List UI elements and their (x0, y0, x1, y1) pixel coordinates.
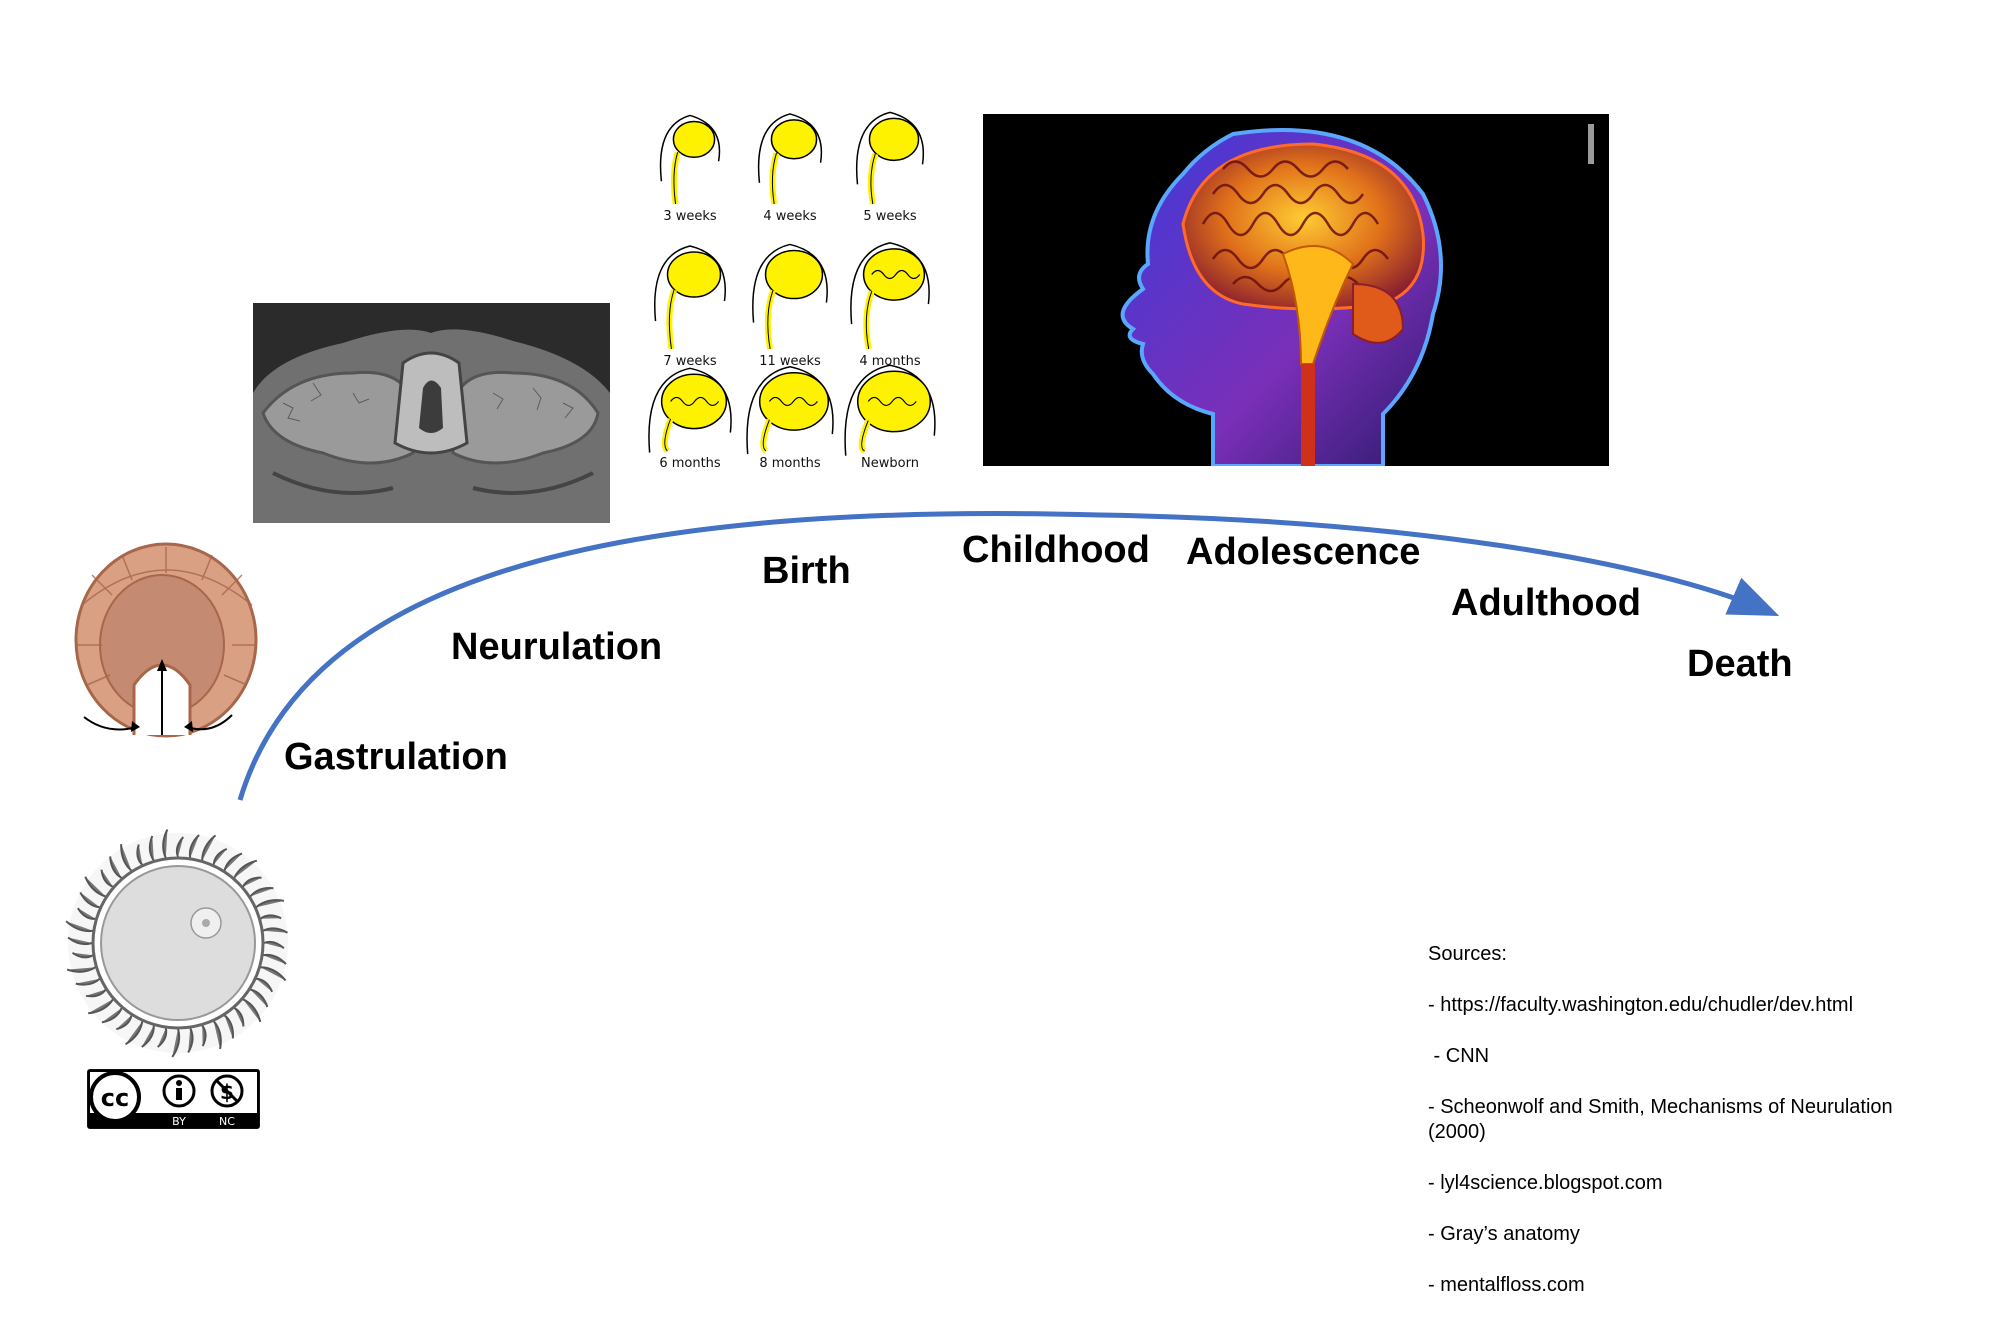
embryo-panel: 3 weeks (659, 114, 721, 224)
embryo-caption: 5 weeks (863, 209, 917, 224)
embryo-caption: Newborn (861, 456, 919, 471)
corona-cell (188, 834, 200, 859)
embryo-panel: 4 weeks (757, 113, 823, 224)
mri-brain-scan (983, 114, 1609, 466)
lifespan-arc (237, 511, 1780, 801)
source-item: - Scheonwolf and Smith, Mechanisms of Ne… (1428, 1095, 1893, 1144)
corona-cell (223, 1014, 234, 1039)
corona-cell (85, 988, 107, 998)
embryo-caption: 4 weeks (763, 209, 817, 224)
source-item: - Gray’s anatomy (1428, 1223, 1580, 1245)
label-death: Death (1687, 643, 1793, 685)
label-adulthood: Adulthood (1451, 582, 1641, 624)
corona-cell (233, 859, 258, 879)
corona-cell (233, 1007, 245, 1027)
corona-cell (249, 887, 274, 898)
source-item: - lyl4science.blogspot.com (1428, 1172, 1663, 1194)
corona-cell (162, 829, 169, 859)
corona-cell (120, 844, 133, 872)
label-neurulation: Neurulation (451, 626, 663, 668)
by-label: BY (172, 1115, 186, 1128)
sources-list: Sources: - https://faculty.washington.ed… (1428, 916, 1948, 1324)
embryo-caption: 8 months (759, 456, 821, 471)
corona-cell (67, 936, 93, 946)
timeline-arc (237, 511, 1780, 801)
corona-cell (66, 966, 97, 973)
corona-cell (212, 847, 228, 865)
corona-cell (109, 856, 123, 879)
embryo-caption: 3 weeks (663, 209, 717, 224)
cc-logo-text: cc (101, 1084, 129, 1112)
source-item: - https://faculty.washington.edu/chudler… (1428, 993, 1854, 1016)
embryo-panel: 5 weeks (855, 111, 925, 224)
corona-cell (250, 988, 269, 1008)
corona-cell (242, 998, 262, 1023)
ovum-illustration (65, 829, 289, 1058)
corona-cell (262, 927, 289, 934)
embryo-panel: Newborn (844, 364, 936, 471)
embryo-caption: 6 months (659, 456, 721, 471)
source-item: - mentalfloss.com (1428, 1274, 1585, 1296)
corona-cell (260, 966, 287, 982)
gastrula-illustration (74, 542, 258, 738)
corona-cell (136, 844, 144, 866)
embryo-panel: 6 months (648, 367, 732, 471)
nc-label: NC (219, 1115, 235, 1128)
embryo-caption: 7 weeks (663, 354, 717, 369)
corona-cell (71, 951, 94, 959)
corona-cell (148, 835, 155, 862)
source-item: - CNN (1428, 1044, 1490, 1067)
corona-cell (223, 852, 243, 871)
label-adolescence: Adolescence (1186, 531, 1421, 573)
embryo-panel: 7 weeks (654, 245, 726, 369)
embryo-caption: 11 weeks (759, 354, 821, 369)
corona-cell (212, 1020, 222, 1050)
sources-heading: Sources: (1428, 942, 1507, 965)
embryo-panel: 4 months (850, 242, 930, 369)
corona-cell (259, 914, 282, 920)
label-birth: Birth (762, 550, 851, 592)
brain-development-grid: 3 weeks 4 weeks 5 weeks 7 weeks 11 weeks 4 mo… (640, 98, 940, 473)
corona-cell (201, 834, 217, 861)
corona-cell (242, 876, 262, 888)
corona-cell (75, 977, 101, 986)
label-gastrulation: Gastrulation (284, 736, 508, 778)
embryo-panel: 11 weeks (752, 243, 828, 369)
corona-cell (171, 1028, 181, 1058)
corona-cell (201, 1024, 207, 1047)
corona-cell (141, 1025, 155, 1048)
cc-license-badge: cc $ BY NC (87, 1069, 260, 1129)
corona-cell (187, 1027, 194, 1054)
corona-cell (100, 869, 114, 888)
label-childhood: Childhood (962, 529, 1150, 571)
corona-cell (175, 836, 185, 858)
cc-logo-icon (89, 1071, 141, 1123)
neurulation-micrograph (253, 303, 610, 523)
corona-cell (79, 891, 100, 909)
embryo-caption: 4 months (859, 354, 921, 369)
corona-cell (263, 940, 285, 950)
corona-cell (77, 907, 96, 920)
corona-cell (157, 1027, 168, 1048)
corona-cell (65, 920, 94, 933)
corona-cell (255, 899, 285, 909)
embryo-panel: 8 months (746, 365, 834, 471)
corona-cell (262, 953, 287, 965)
